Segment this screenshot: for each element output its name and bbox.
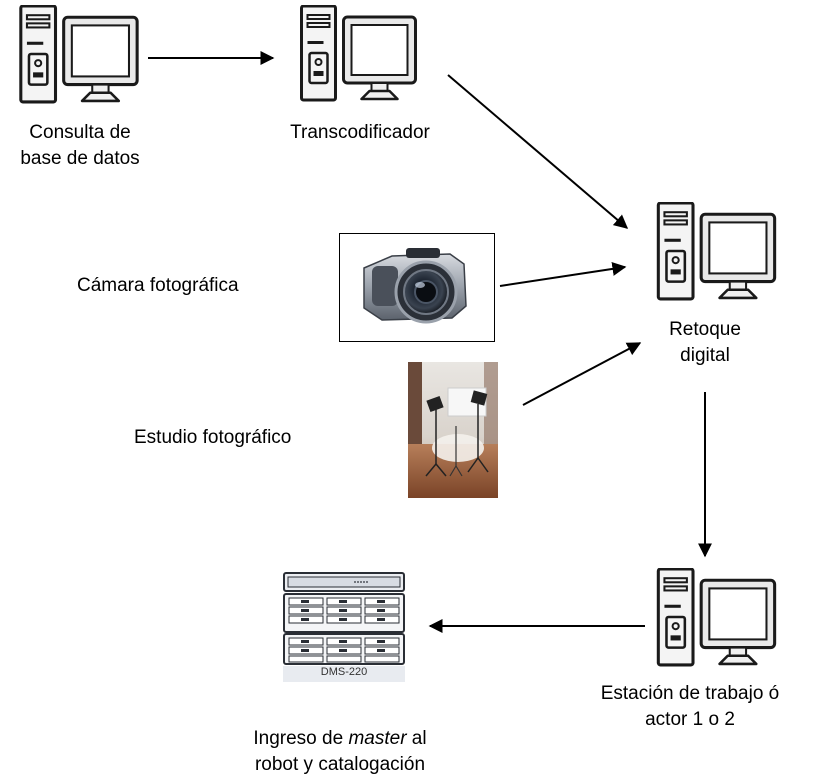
label-estacion-line1: Estación de trabajo ó: [600, 683, 780, 704]
arrow-estudio-to-retoque: [522, 342, 642, 406]
label-consulta: Consulta de base de datos: [0, 120, 160, 172]
node-consulta: [15, 4, 155, 105]
dms-device-label: DMS-220: [320, 666, 368, 678]
label-retoque-line2: digital: [680, 345, 730, 366]
node-transcodificador: [297, 4, 427, 105]
desktop-computer-icon: [300, 4, 417, 102]
label-estacion-line2: actor 1 o 2: [645, 709, 735, 730]
node-estacion: [655, 567, 785, 670]
label-ingreso-pre: Ingreso de: [253, 728, 349, 749]
arrow-transcodificador-to-retoque: [447, 74, 629, 229]
storage-robot-icon: DMS-220: [283, 572, 405, 682]
label-camara: Cámara fotográfica: [77, 275, 239, 296]
photo-camera-icon: [363, 248, 467, 324]
label-ingreso-italic: master: [348, 728, 407, 749]
label-ingreso: Ingreso de master al robot y catalogació…: [200, 726, 480, 778]
label-estudio: Estudio fotográfico: [134, 427, 292, 448]
label-retoque: Retoque digital: [645, 317, 765, 369]
desktop-computer-icon: [656, 201, 777, 301]
label-estacion: Estación de trabajo ó actor 1 o 2: [575, 681, 805, 733]
label-retoque-line1: Retoque: [669, 319, 741, 340]
label-ingreso-post: al: [406, 728, 427, 749]
node-retoque: [655, 201, 785, 304]
desktop-computer-icon: [656, 567, 777, 667]
label-consulta-line2: base de datos: [20, 148, 140, 169]
desktop-computer-icon: [19, 4, 139, 104]
label-ingreso-line1: Ingreso de master al: [200, 726, 480, 752]
camera-box: [339, 233, 495, 342]
label-transcodificador: Transcodificador: [290, 122, 430, 143]
photo-studio-image: [408, 362, 498, 498]
label-consulta-line1: Consulta de: [29, 122, 131, 143]
label-ingreso-line2: robot y catalogación: [254, 754, 426, 775]
arrow-camara-to-retoque: [499, 261, 627, 287]
